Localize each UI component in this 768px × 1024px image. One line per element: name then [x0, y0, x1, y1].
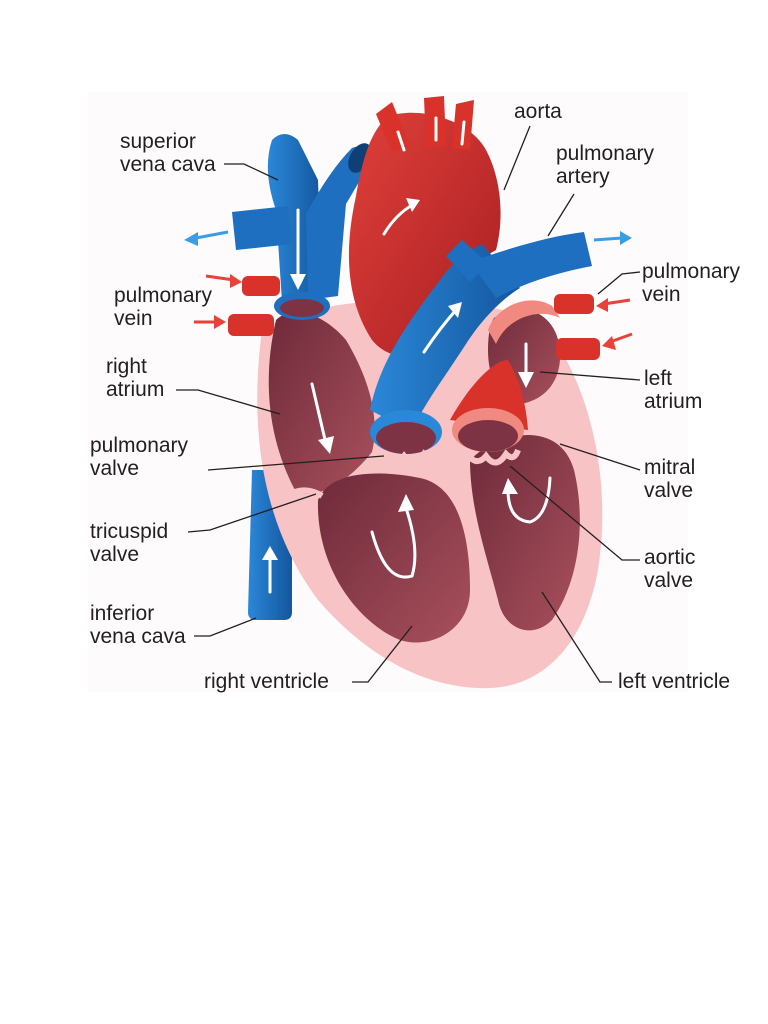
pulmonary-vein-right-upper: [554, 294, 594, 314]
pulmonary-vein-left-upper: [242, 276, 280, 296]
leader-inferior-vena-cava: [194, 617, 257, 637]
left-blue-branch: [232, 206, 292, 250]
blue-out-arrow-right: [593, 236, 623, 242]
labels: superior vena cava aorta pulmonary arter…: [90, 100, 746, 693]
leader-right-ventricle: [352, 625, 413, 683]
blue-out-arrow-left-head: [184, 232, 198, 246]
label-pulmonary-vein-left: pulmonary vein: [114, 284, 218, 330]
blue-out-arrow-right-head: [620, 231, 632, 245]
blue-out-arrow-left: [195, 230, 229, 240]
pulmonary-vein-left-lower: [228, 314, 274, 336]
leader-aortic-valve: [509, 465, 640, 561]
label-pulmonary-vein-right: pulmonary vein: [642, 260, 746, 306]
left-atrium-rim: [488, 300, 560, 344]
red-in-arrow-right-1-head: [596, 298, 608, 312]
flow-arrow-aortic-branch-1: [396, 130, 406, 152]
flow-arrow-right-atrium-head: [318, 436, 334, 454]
aortic-valve-leaflets: [463, 448, 521, 466]
aorta-vessel: [348, 112, 501, 356]
pulmonary-artery-top-branch: [446, 240, 488, 282]
pulmonary-valve-leaflets: [381, 448, 439, 466]
mitral-valve-leaflet: [528, 414, 562, 427]
red-in-arrow-left-1: [205, 274, 235, 282]
flow-arrow-right-ventricle: [370, 506, 417, 579]
heart-illustration: [184, 96, 633, 689]
left-ventricle-chamber: [470, 435, 580, 631]
pulmonary-artery-vessel: [370, 244, 520, 432]
label-mitral-valve: mitral valve: [644, 456, 701, 502]
flow-arrow-left-atrium-head: [518, 372, 534, 388]
leader-left-atrium: [539, 371, 641, 381]
leader-superior-vena-cava: [224, 163, 279, 181]
flow-arrow-pulmonary-artery: [422, 308, 458, 354]
red-in-arrow-right-2: [609, 332, 633, 344]
svc-opening-inner: [280, 299, 324, 317]
flow-arrow-aortic-branch-3: [460, 120, 466, 146]
label-pulmonary-artery: pulmonary artery: [556, 142, 660, 188]
leader-pulmonary-valve: [207, 455, 385, 471]
label-aortic-valve: aortic valve: [644, 546, 701, 592]
flow-arrow-svc-head: [290, 274, 306, 290]
label-aorta: aorta: [514, 100, 562, 123]
label-right-atrium: right atrium: [106, 355, 164, 401]
leader-lines: [176, 125, 641, 683]
leader-pulmonary-vein-right: [597, 271, 641, 295]
flow-arrow-right-atrium: [310, 382, 328, 446]
flow-arrow-aorta-head: [406, 198, 420, 212]
leader-tricuspid-valve: [187, 493, 317, 533]
leader-right-atrium: [176, 389, 281, 415]
label-left-atrium: left atrium: [644, 367, 702, 413]
leader-mitral-valve: [559, 443, 641, 471]
red-in-arrow-right-1: [603, 298, 631, 306]
tricuspid-valve-leaflet: [288, 487, 324, 499]
pulmonary-vein-right-lower: [556, 338, 600, 360]
pulmonary-artery-right-branch: [470, 232, 592, 298]
aortic-valve-opening: [458, 420, 518, 452]
red-in-arrow-left-1-head: [230, 274, 242, 288]
pulmonary-valve-opening: [376, 422, 436, 454]
right-ventricle-chamber: [317, 473, 470, 643]
leader-left-ventricle: [541, 591, 612, 683]
right-atrium-chamber: [268, 312, 375, 494]
red-in-arrow-right-2-head: [602, 336, 616, 350]
leader-aorta: [503, 125, 531, 191]
label-superior-vena-cava: superior vena cava: [120, 130, 216, 176]
flow-arrow-right-ventricle-head: [398, 494, 414, 512]
label-pulmonary-valve: pulmonary valve: [90, 434, 194, 480]
leader-pulmonary-artery: [547, 193, 575, 237]
label-right-ventricle: right ventricle: [204, 670, 329, 693]
red-in-arrow-left-2-head: [214, 315, 226, 329]
label-inferior-vena-cava: inferior vena cava: [90, 602, 186, 648]
flow-arrow-pulmonary-artery-head: [448, 302, 462, 318]
flow-arrow-ivc-head: [262, 546, 278, 560]
svc-branch: [306, 146, 372, 300]
label-tricuspid-valve: tricuspid valve: [90, 520, 174, 566]
label-left-ventricle: left ventricle: [618, 670, 730, 693]
flow-arrow-left-ventricle-head: [502, 478, 518, 494]
